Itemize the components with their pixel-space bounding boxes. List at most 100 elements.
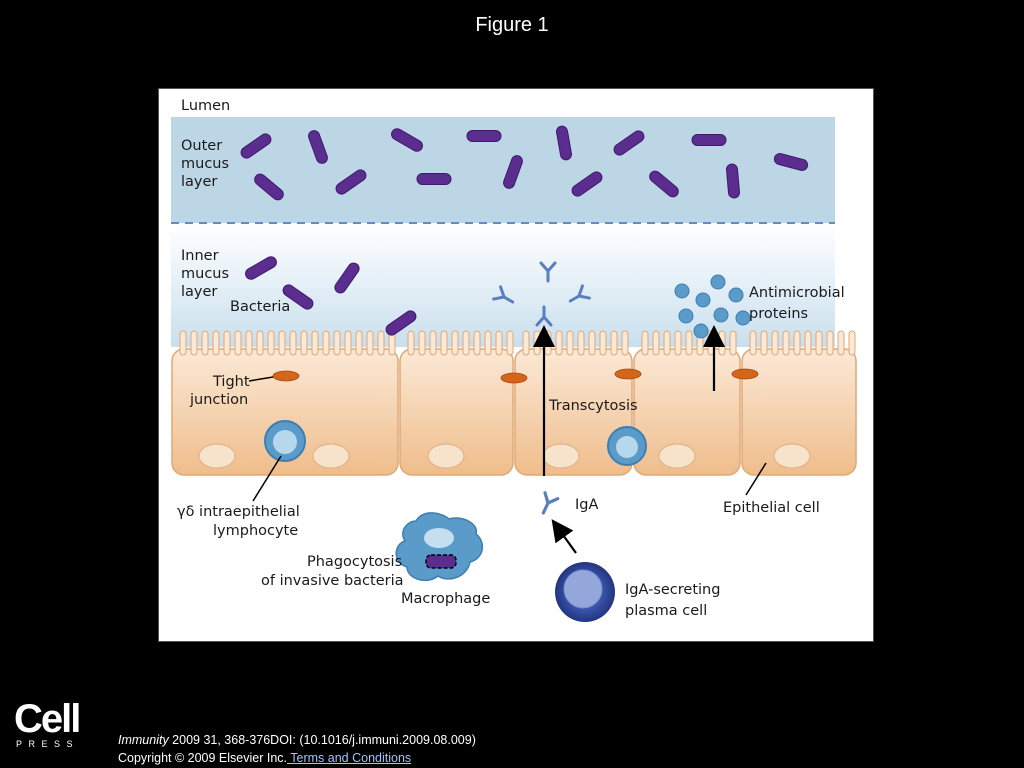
iga-plasma-cell xyxy=(555,562,615,622)
microvillus xyxy=(533,330,541,356)
gd-lymphocyte-label: γδ intraepithelial lymphocyte xyxy=(177,504,304,539)
antimicrobial-proteins-label: Antimicrobial proteins xyxy=(749,285,849,322)
antibody xyxy=(568,284,591,303)
epithelial-cell-label: Epithelial cell xyxy=(723,500,820,516)
bacterium-rod xyxy=(240,133,272,159)
microvillus xyxy=(473,330,481,356)
antimicrobial-protein xyxy=(735,310,751,326)
microvillus xyxy=(234,330,242,356)
plasma-to-iga-arrow xyxy=(551,519,577,554)
tight-junction xyxy=(272,370,300,382)
microvillus xyxy=(429,330,437,356)
citation-line: Immunity 2009 31, 368-376DOI: (10.1016/j… xyxy=(118,731,476,749)
bacterium-rod xyxy=(308,130,328,164)
bacterium-rod xyxy=(391,128,423,152)
inner-mucus-layer xyxy=(171,223,835,347)
bacterium-rod xyxy=(335,169,367,195)
mucosal-barrier-diagram: Lumen Outer mucus layer Inner mucus laye… xyxy=(171,98,857,622)
figure-frame: Lumen Outer mucus layer Inner mucus laye… xyxy=(158,88,874,642)
antibody xyxy=(539,261,557,283)
microvillus xyxy=(621,330,629,356)
antibody xyxy=(535,305,553,327)
intraepithelial-lymphocyte xyxy=(264,420,306,462)
microvillus xyxy=(663,330,671,356)
antibody-arm xyxy=(546,261,557,273)
phagocytosis-label: Phagocytosis of invasive bacteria xyxy=(261,554,407,589)
bacterium-rod xyxy=(725,163,741,199)
microvillus xyxy=(201,330,209,356)
bacterium-rod xyxy=(282,284,314,310)
microvillus xyxy=(212,330,220,356)
microvillus xyxy=(223,330,231,356)
bacterium-rod xyxy=(466,130,502,142)
iga-antibody xyxy=(541,491,560,515)
microvillus xyxy=(355,330,363,356)
macrophage-label: Macrophage xyxy=(401,591,490,607)
bacterium-rod xyxy=(254,173,284,201)
cell-nucleus xyxy=(427,443,465,469)
antibody-arm xyxy=(577,284,584,298)
microvillus xyxy=(685,330,693,356)
microvillus xyxy=(566,330,574,356)
microvillus xyxy=(495,330,503,356)
tight-junction xyxy=(731,368,759,380)
antibody-stem xyxy=(502,295,515,304)
microvillus xyxy=(506,330,514,356)
microvillus xyxy=(322,330,330,356)
microvillus xyxy=(377,330,385,356)
bacterium-rod xyxy=(571,171,603,197)
bacterium-rod xyxy=(334,262,360,294)
terms-link[interactable]: Terms and Conditions xyxy=(287,751,412,765)
tight-junctions xyxy=(272,368,759,384)
bacterium-rod xyxy=(416,173,452,185)
inner-mucus-label: Inner mucus layer xyxy=(181,248,234,300)
bacterium-rod xyxy=(245,256,277,280)
microvillus xyxy=(190,330,198,356)
microvillus xyxy=(749,330,757,356)
microvillus xyxy=(522,330,530,356)
bacterium-rod xyxy=(649,170,679,198)
antimicrobial-protein xyxy=(728,287,744,303)
microvillus xyxy=(729,330,737,356)
transcytosis-label: Transcytosis xyxy=(548,398,638,414)
microvillus xyxy=(245,330,253,356)
antimicrobial-protein xyxy=(693,323,709,339)
microvillus xyxy=(179,330,187,356)
cell-logo-press: PRESS xyxy=(16,739,80,749)
intraepithelial-lymphocyte xyxy=(607,426,647,466)
antimicrobial-protein xyxy=(710,274,726,290)
cell-nucleus xyxy=(658,443,696,469)
antimicrobial-protein xyxy=(674,283,690,299)
antimicrobial-protein xyxy=(713,307,729,323)
microvillus xyxy=(760,330,768,356)
bacterium-rod xyxy=(613,130,645,156)
microvillus xyxy=(826,330,834,356)
microvillus xyxy=(289,330,297,356)
iga-label: IgA xyxy=(575,497,598,513)
antibody-arm xyxy=(499,285,506,299)
tight-junction xyxy=(500,372,528,384)
microvillus xyxy=(610,330,618,356)
microvillus xyxy=(555,330,563,356)
antimicrobial-protein xyxy=(695,292,711,308)
microvillus xyxy=(278,330,286,356)
microvillus xyxy=(674,330,682,356)
plasma-cell-label: IgA-secreting plasma cell xyxy=(625,582,725,619)
microvillus xyxy=(462,330,470,356)
bacterium-rod xyxy=(385,310,417,336)
microvillus xyxy=(577,330,585,356)
outer-mucus-label: Outer mucus layer xyxy=(181,138,234,190)
microvillus xyxy=(451,330,459,356)
antibody-arm xyxy=(542,315,553,327)
cell-nucleus xyxy=(198,443,236,469)
cell-nucleus xyxy=(773,443,811,469)
bacteria-group xyxy=(240,125,809,336)
microvillus xyxy=(652,330,660,356)
antibody-arm xyxy=(535,315,546,327)
cell-press-logo: Cell PRESS xyxy=(14,697,86,750)
copyright-line: Copyright © 2009 Elsevier Inc. Terms and… xyxy=(118,749,476,767)
microvillus xyxy=(333,330,341,356)
cell-logo-word: Cell xyxy=(14,697,81,741)
microvillus xyxy=(588,330,596,356)
bacteria-label: Bacteria xyxy=(230,299,290,315)
